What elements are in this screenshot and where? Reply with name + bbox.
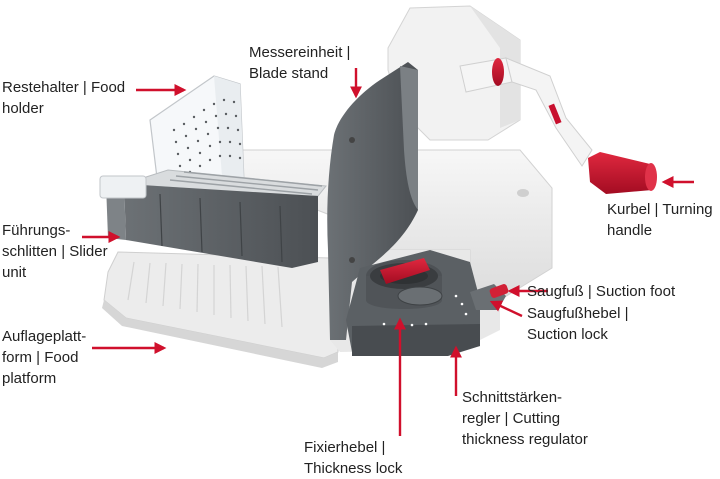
arrow-suction-lock <box>489 300 523 318</box>
label-turning-handle-line-1: Kurbel | Turning <box>607 201 713 218</box>
label-food-platform-line-1: Auflageplatt- <box>2 328 87 345</box>
blade-stand <box>327 62 418 340</box>
regulator-housing <box>346 250 480 356</box>
crank-housing <box>387 5 593 167</box>
callout-arrows <box>82 68 694 436</box>
label-food-holder-line-2: holder <box>2 100 44 117</box>
label-blade-stand-line-1: Messereinheit | <box>249 44 351 61</box>
label-blade-stand-line-2: Blade stand <box>249 65 329 82</box>
label-cutting-thickness-line-1: Schnittstärken- <box>462 389 563 406</box>
label-food-platform-line-3: platform <box>2 370 57 387</box>
turning-handle-knob <box>588 152 657 194</box>
label-suction-lock: Saugfußhebel | Suction lock <box>527 303 628 345</box>
label-slider-unit: Führungs- schlitten | Slider unit <box>2 220 108 283</box>
label-food-holder-line-1: Restehalter | Food <box>2 79 126 96</box>
label-turning-handle: Kurbel | Turning handle <box>607 199 713 241</box>
label-suction-lock-line-2: Suction lock <box>527 326 608 343</box>
label-food-platform: Auflageplatt- form | Food platform <box>2 326 86 389</box>
label-cutting-thickness-regulator: Schnittstärken- regler | Cutting thickne… <box>462 387 588 450</box>
food-holder <box>149 75 245 201</box>
label-suction-foot: Saugfuß | Suction foot <box>527 281 675 302</box>
food-platform <box>102 251 339 368</box>
label-slider-unit-line-2: schlitten | Slider <box>2 243 108 260</box>
label-food-holder: Restehalter | Food holder <box>2 77 125 119</box>
label-suction-lock-line-1: Saugfußhebel | <box>527 305 629 322</box>
label-cutting-thickness-line-3: thickness regulator <box>462 431 588 448</box>
label-turning-handle-line-2: handle <box>607 222 653 239</box>
label-thickness-lock-line-2: Thickness lock <box>304 460 403 477</box>
label-slider-unit-line-3: unit <box>2 264 27 281</box>
label-thickness-lock: Fixierhebel | Thickness lock <box>304 437 402 479</box>
label-blade-stand: Messereinheit | Blade stand <box>249 42 350 84</box>
label-food-platform-line-2: form | Food <box>2 349 79 366</box>
label-slider-unit-line-1: Führungs- <box>2 222 71 239</box>
slider-unit <box>99 169 327 268</box>
label-suction-foot-line-1: Saugfuß | Suction foot <box>527 283 676 300</box>
label-cutting-thickness-line-2: regler | Cutting <box>462 410 561 427</box>
label-thickness-lock-line-1: Fixierhebel | <box>304 439 386 456</box>
